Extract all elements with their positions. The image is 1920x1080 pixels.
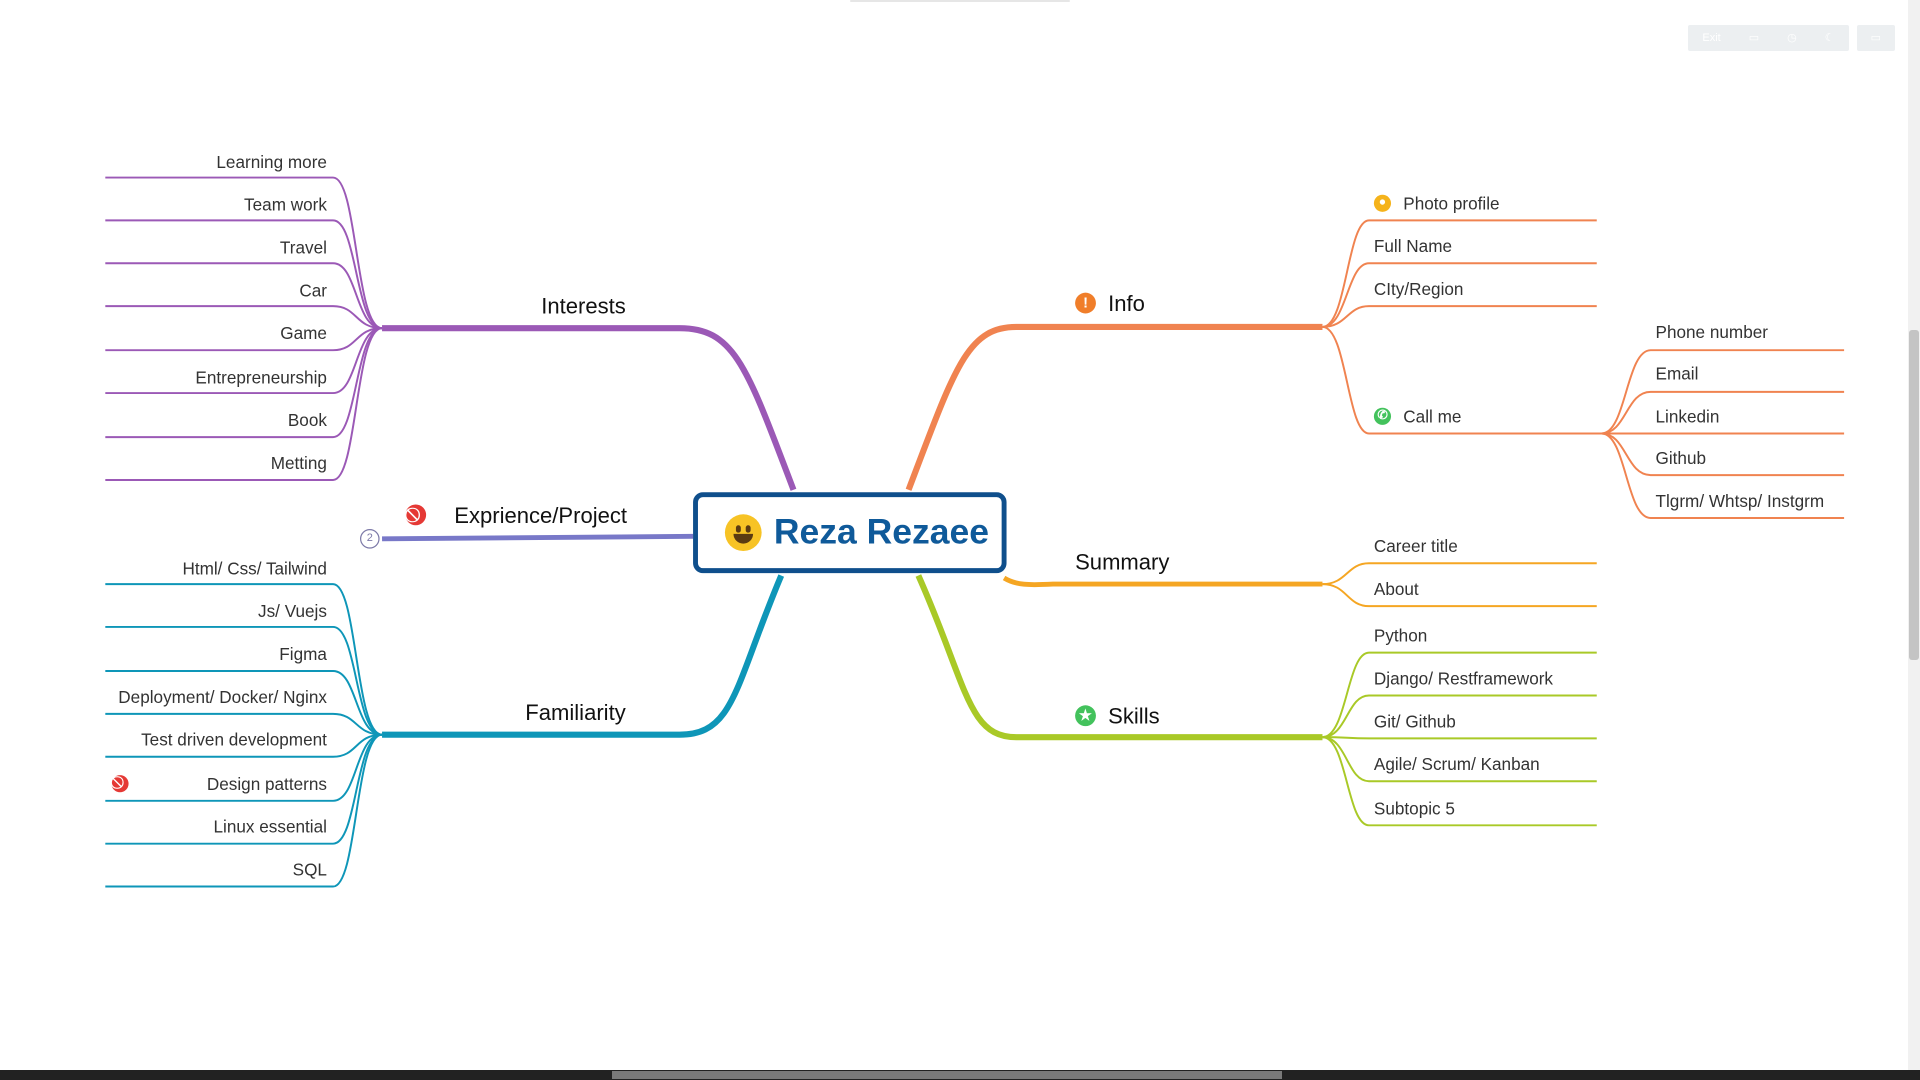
vertical-scroll-thumb[interactable]: [1909, 330, 1919, 660]
familiarity-item[interactable]: Figma: [279, 644, 327, 664]
info-item-call-me[interactable]: Call me: [1403, 406, 1462, 427]
phone-icon: ✆: [1373, 407, 1392, 425]
contact-item[interactable]: Email: [1655, 363, 1699, 384]
horizontal-scrollbar[interactable]: [0, 1070, 1920, 1080]
familiarity-item[interactable]: Deployment/ Docker/ Nginx: [118, 686, 327, 707]
interest-item[interactable]: Book: [287, 410, 327, 430]
summary-item[interactable]: About: [1373, 579, 1419, 599]
interest-item[interactable]: Entrepreneurship: [195, 367, 327, 387]
familiarity-item[interactable]: Js/ Vuejs: [258, 601, 327, 621]
toolbar-group: ▭: [1856, 25, 1895, 51]
contact-item[interactable]: Tlgrm/ Whtsp/ Instgrm: [1655, 491, 1825, 511]
toolbar: Exit ▭ ◷ ☾ ▭: [1688, 25, 1895, 51]
root-node[interactable]: Reza Rezaee: [693, 492, 1007, 574]
familiarity-item[interactable]: Design patterns: [206, 773, 327, 794]
star-icon: ★: [1075, 705, 1096, 727]
interest-item[interactable]: Travel: [279, 237, 327, 258]
branch-experience[interactable]: Exprience/Project: [454, 503, 628, 528]
info-item[interactable]: CIty/Region: [1373, 279, 1464, 299]
familiarity-item[interactable]: Linux essential: [213, 816, 327, 837]
user-icon: ●: [1373, 194, 1392, 212]
interest-item[interactable]: Team work: [244, 194, 327, 215]
horizontal-scroll-thumb[interactable]: [612, 1071, 1282, 1079]
blocked-icon: ⃠: [405, 504, 427, 526]
blocked-icon: ⃠: [111, 775, 129, 793]
panel-toggle-icon[interactable]: ▭: [1870, 32, 1881, 44]
interest-item[interactable]: Metting: [270, 453, 327, 473]
contact-item[interactable]: Phone number: [1655, 322, 1768, 342]
moon-icon[interactable]: ☾: [1824, 32, 1835, 44]
skills-item[interactable]: Agile/ Scrum/ Kanban: [1373, 754, 1540, 774]
contact-item[interactable]: Linkedin: [1655, 406, 1720, 427]
interest-item[interactable]: Learning more: [216, 151, 327, 172]
summary-item[interactable]: Career title: [1373, 536, 1458, 556]
branch-familiarity[interactable]: Familiarity: [525, 700, 626, 725]
familiarity-item[interactable]: SQL: [292, 859, 327, 880]
skills-item[interactable]: Subtopic 5: [1373, 798, 1455, 818]
collapsed-count-badge[interactable]: 2: [360, 528, 380, 549]
interest-item[interactable]: Car: [299, 280, 327, 301]
top-handle: [850, 0, 1070, 2]
clock-icon[interactable]: ◷: [1787, 32, 1797, 44]
vertical-scrollbar[interactable]: [1908, 0, 1920, 1070]
exit-button[interactable]: Exit: [1702, 32, 1721, 44]
interest-item[interactable]: Game: [280, 323, 327, 343]
toolbar-group: Exit ▭ ◷ ☾: [1688, 25, 1849, 51]
skills-item[interactable]: Python: [1373, 625, 1428, 646]
branch-summary[interactable]: Summary: [1075, 549, 1170, 575]
skills-item[interactable]: Django/ Restframework: [1373, 668, 1554, 689]
branch-info[interactable]: Info: [1108, 291, 1145, 316]
keyboard-icon[interactable]: ▭: [1748, 32, 1760, 44]
alert-icon: !: [1075, 292, 1096, 314]
info-item[interactable]: Photo profile: [1403, 193, 1500, 214]
info-item[interactable]: Full Name: [1373, 236, 1453, 256]
skills-item[interactable]: Git/ Github: [1373, 711, 1456, 732]
branch-interests[interactable]: Interests: [541, 293, 626, 319]
contact-item[interactable]: Github: [1655, 448, 1707, 468]
branch-skills[interactable]: Skills: [1108, 704, 1160, 729]
familiarity-item[interactable]: Html/ Css/ Tailwind: [182, 558, 327, 578]
root-title: Reza Rezaee: [773, 512, 990, 552]
familiarity-item[interactable]: Test driven development: [141, 729, 327, 750]
smiley-icon: [724, 514, 762, 552]
